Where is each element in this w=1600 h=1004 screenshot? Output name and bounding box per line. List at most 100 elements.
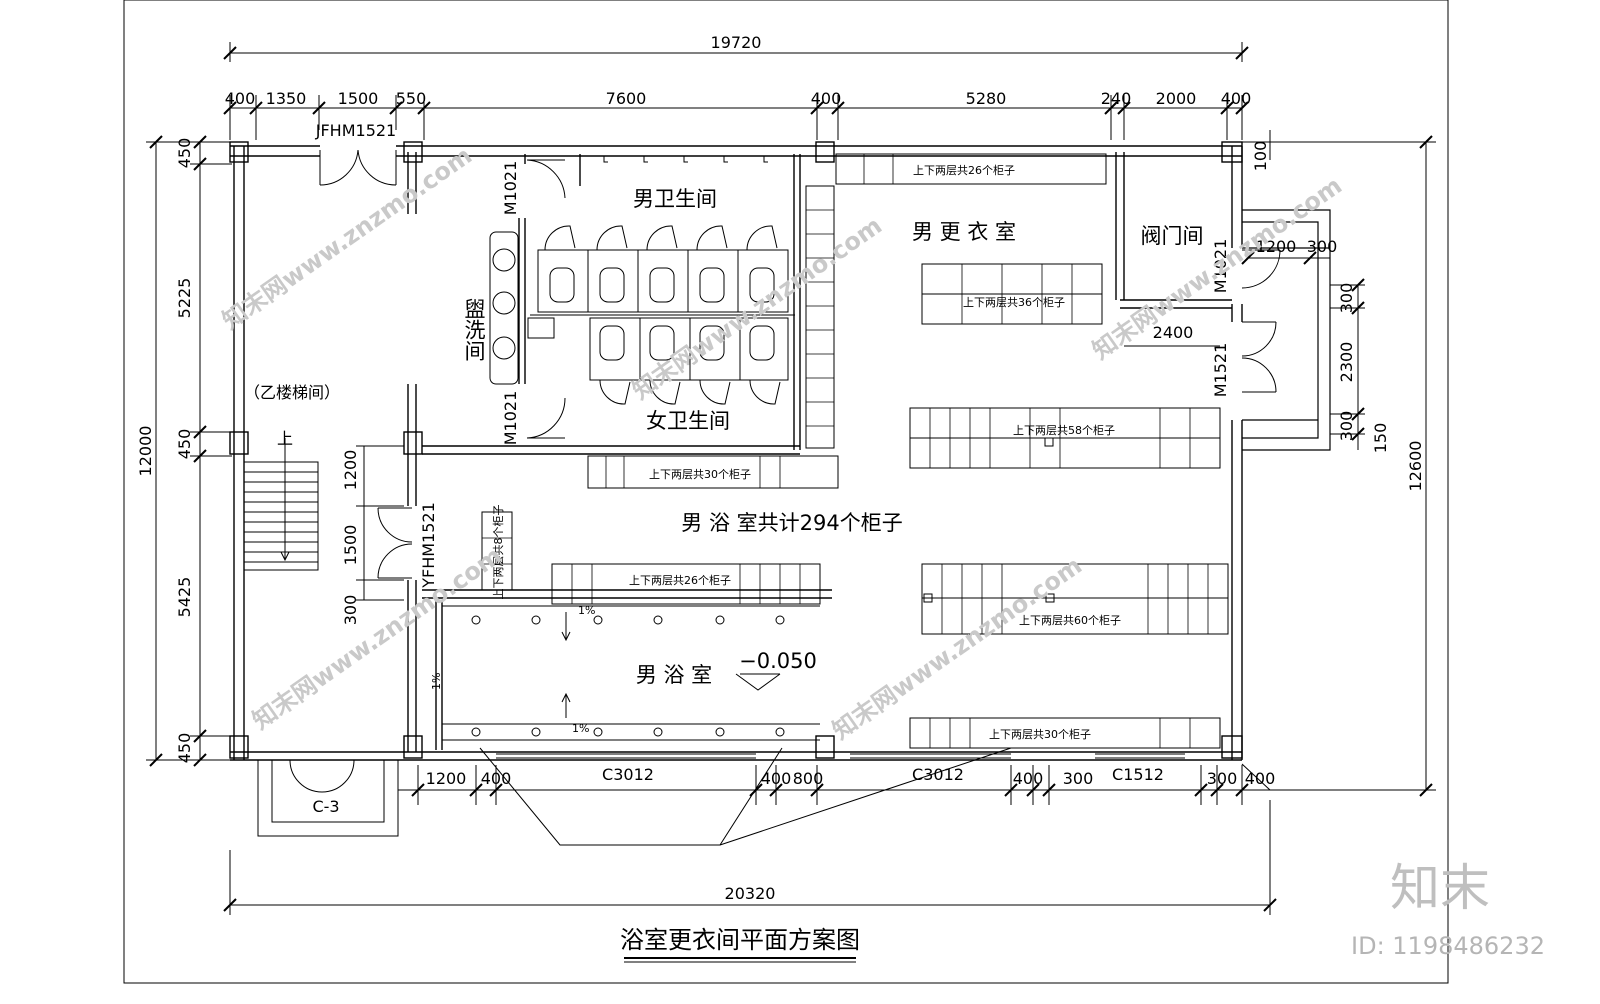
locker-label-26a: 上下两层共26个柜子 xyxy=(913,164,1015,177)
room-washroom: 盥洗间 xyxy=(462,298,486,361)
locker-label-26b: 上下两层共26个柜子 xyxy=(629,574,731,587)
room-locker: 男 更 衣 室 xyxy=(912,220,1016,244)
dim-top-3: 550 xyxy=(396,89,427,108)
dim-left-4: 450 xyxy=(175,733,194,764)
interior-walls xyxy=(407,152,1232,752)
dim-bottom-3: 400 xyxy=(761,769,792,788)
dim-overall-right: 12600 xyxy=(1406,441,1425,492)
locker-markers xyxy=(923,437,1055,603)
drawing-frame xyxy=(123,0,1449,984)
room-bath: 男 浴 室 xyxy=(636,663,712,687)
dim-top-7: 240 xyxy=(1101,89,1132,108)
dim-right-100: 100 xyxy=(1251,141,1270,172)
room-stair: （乙楼梯间） xyxy=(244,383,340,402)
dim-top-9: 400 xyxy=(1221,89,1252,108)
dim-bottom-7: 300 xyxy=(1063,769,1094,788)
dim-left-0: 450 xyxy=(175,138,194,169)
dim-right-300c: 300 xyxy=(1337,411,1356,442)
locker-label-30a: 上下两层共30个柜子 xyxy=(649,468,751,481)
dim-bottom-1: 400 xyxy=(481,769,512,788)
locker-label-8: 上下两层共8个柜子 xyxy=(492,505,505,600)
stair-up-label: 上 xyxy=(277,429,293,448)
structural-columns xyxy=(229,141,1243,759)
windows xyxy=(479,747,1271,846)
room-men-toilet: 男卫生间 xyxy=(633,187,717,211)
dim-right-150: 150 xyxy=(1371,423,1390,454)
slope-label-3: 1% xyxy=(572,722,589,735)
bottom-dimensions: 1200 400 C3012 400 800 C3012 400 300 C15… xyxy=(223,765,1277,915)
dim-bottom-8: C1512 xyxy=(1112,765,1164,784)
room-labels: 男卫生间 女卫生间 盥洗间 （乙楼梯间） 上 男 更 衣 室 阀门间 男 浴 室… xyxy=(244,187,1204,735)
dim-top-6: 5280 xyxy=(966,89,1007,108)
washbasins xyxy=(489,231,555,385)
locker-label-36: 上下两层共36个柜子 xyxy=(963,296,1065,309)
floor-elevation: −0.050 xyxy=(739,649,817,673)
shower-heads xyxy=(442,605,820,741)
watermark-site-5: 知末网www.znzmo.com xyxy=(827,551,1087,745)
dim-bottom-0: 1200 xyxy=(426,769,467,788)
door-label-m1021-bottom: M1021 xyxy=(501,391,520,446)
dim-bottom-5: C3012 xyxy=(912,765,964,784)
door-dim-lines xyxy=(356,445,404,601)
dim-bottom-10: 400 xyxy=(1245,769,1276,788)
locker-label-58: 上下两层共58个柜子 xyxy=(1013,424,1115,437)
toilet-stalls xyxy=(530,225,795,405)
urinals xyxy=(603,156,768,163)
stair-treads xyxy=(244,471,318,563)
right-dimensions: 12600 100 1200 300 2400 300 2300 300 150 xyxy=(1124,130,1436,797)
dim-door-1200: 1200 xyxy=(341,450,360,491)
dim-left-3: 5425 xyxy=(175,577,194,618)
dim-top-0: 400 xyxy=(225,89,256,108)
dim-overall-left: 12000 xyxy=(136,426,155,477)
dim-overall-top: 19720 xyxy=(711,33,762,52)
locker-label-60: 上下两层共60个柜子 xyxy=(1019,614,1121,627)
door-label-m1021-valve: M1021 xyxy=(1211,239,1230,294)
dim-left-1: 5225 xyxy=(175,278,194,319)
valve-piping xyxy=(1242,209,1331,451)
locker-label-30b: 上下两层共30个柜子 xyxy=(989,728,1091,741)
door-labels: JFHM1521 M1021 M1021 YFHM1521 M1021 M152… xyxy=(312,121,1230,816)
watermark-site-1: 知末网www.znzmo.com xyxy=(217,141,477,335)
door-label-m1521: M1521 xyxy=(1211,343,1230,398)
dim-top-5: 400 xyxy=(811,89,842,108)
watermark-site-3: 知末网www.znzmo.com xyxy=(1087,171,1347,365)
dim-top-2: 1500 xyxy=(338,89,379,108)
dim-bottom-4: 800 xyxy=(793,769,824,788)
dim-bottom-6: 400 xyxy=(1013,769,1044,788)
watermark-site-2: 知末网www.znzmo.com xyxy=(627,211,887,405)
dim-right-2300: 2300 xyxy=(1337,342,1356,383)
left-dimensions: 12000 450 5225 450 5425 450 xyxy=(136,135,232,767)
dim-top-1: 1350 xyxy=(266,89,307,108)
room-valve: 阀门间 xyxy=(1141,224,1204,248)
dim-door-300: 300 xyxy=(341,595,360,626)
dim-top-8: 2000 xyxy=(1156,89,1197,108)
dim-right-1200: 1200 xyxy=(1256,237,1297,256)
slope-label-2: 1% xyxy=(430,673,443,690)
dim-right-2400: 2400 xyxy=(1153,323,1194,342)
drawing-title: 浴室更衣间平面方案图 xyxy=(620,926,860,954)
dim-overall-bottom: 20320 xyxy=(725,884,776,903)
top-dimensions: 19720 400 1350 1500 550 7600 400 5280 24… xyxy=(223,33,1252,140)
dim-top-4: 7600 xyxy=(606,89,647,108)
watermark-brand: 知末 xyxy=(1390,859,1490,917)
door-label-yfhm1521: YFHM1521 xyxy=(419,502,438,589)
slope-label-1: 1% xyxy=(578,604,595,617)
dim-left-2: 450 xyxy=(175,429,194,460)
dim-right-300: 300 xyxy=(1307,237,1338,256)
door-label-m1021-top: M1021 xyxy=(501,161,520,216)
door-label-jfhm1521: JFHM1521 xyxy=(315,121,396,140)
doors xyxy=(257,149,1281,837)
dim-right-300b: 300 xyxy=(1337,283,1356,314)
locker-labels: 上下两层共26个柜子 上下两层共36个柜子 上下两层共58个柜子 上下两层共30… xyxy=(492,164,1121,741)
locker-banks xyxy=(481,153,1229,749)
room-bath-total: 男 浴 室共计294个柜子 xyxy=(681,511,902,535)
dim-bottom-2: C3012 xyxy=(602,765,654,784)
dim-bottom-9: 300 xyxy=(1207,769,1238,788)
watermark-id: ID: 1198486232 xyxy=(1351,932,1545,960)
dim-door-1500: 1500 xyxy=(341,525,360,566)
stair xyxy=(243,438,319,571)
exterior-walls xyxy=(230,145,1243,761)
door-label-c3: C-3 xyxy=(312,797,339,816)
room-women-toilet: 女卫生间 xyxy=(646,409,730,433)
